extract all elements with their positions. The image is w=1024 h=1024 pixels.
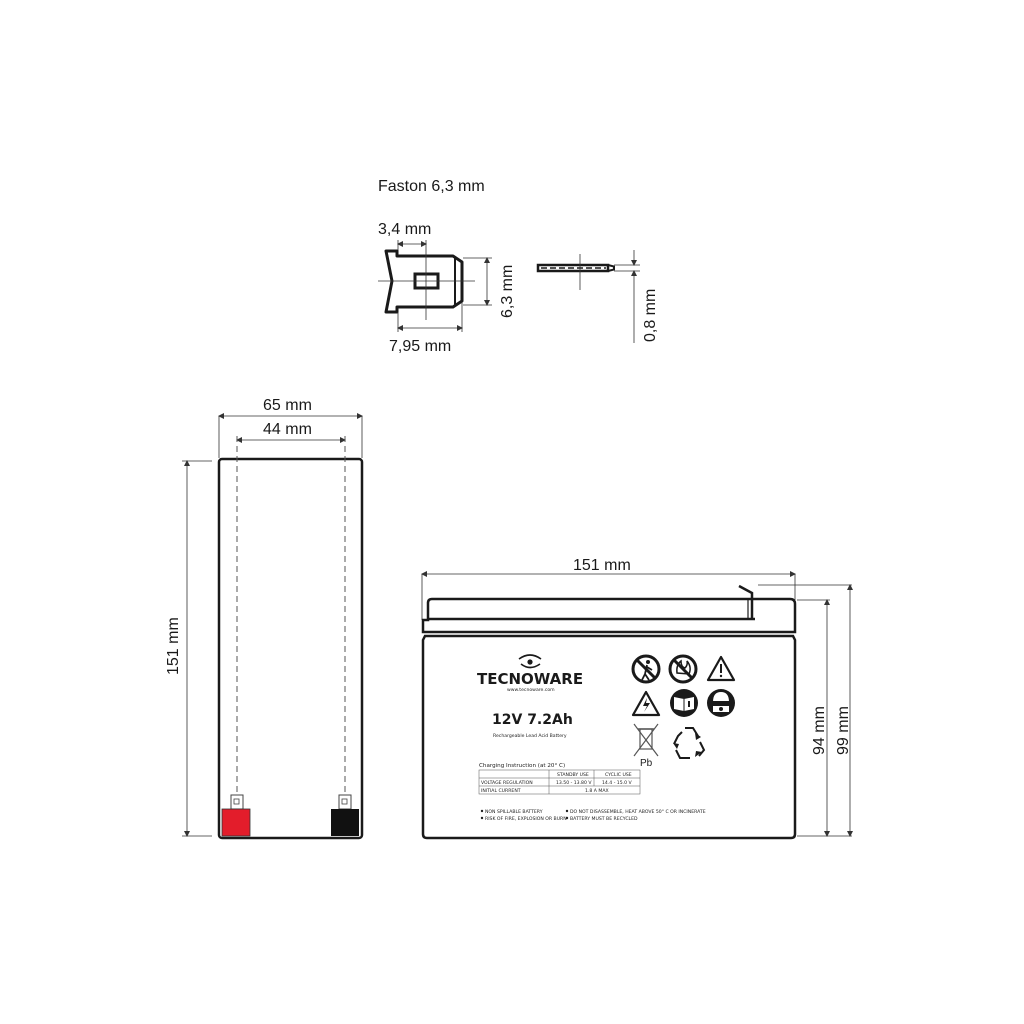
faston-dim-length: 7,95 mm [389, 338, 451, 355]
table-header-cyclic: CYCLIC USE [605, 772, 632, 778]
faston-dim-width-inner: 3,4 mm [378, 221, 431, 238]
brand-website: www.tecnoware.com [507, 687, 555, 693]
no-bin-pb-icon: Pb [633, 723, 659, 769]
battery-subtitle: Rechargeable Lead Acid Battery [493, 733, 567, 739]
battery-body [421, 634, 797, 840]
front-dim-case-height: 94 mm [811, 706, 828, 755]
warning-icon [706, 655, 736, 682]
warning-right-1: DO NOT DISASSEMBLE, HEAT ABOVE 50° C OR … [570, 809, 706, 815]
terminal-negative [331, 794, 359, 836]
terminal-positive [221, 794, 251, 837]
electric-hazard-icon [631, 690, 661, 717]
faston-dim-thickness: 0,8 mm [642, 289, 659, 342]
battery-front-view: 151 mm 94 mm 99 mm TECNOWARE www.tecnowa… [421, 557, 853, 840]
side-dim-terminal-spacing: 44 mm [263, 421, 312, 438]
warning-left-1: NON SPILLABLE BATTERY [485, 809, 543, 815]
table-row-current-label: INITIAL CURRENT [481, 788, 521, 794]
tecnoware-logo-icon [518, 654, 542, 669]
table-row-current-value: 1.8 A MAX [585, 788, 609, 794]
read-manual-icon [670, 689, 698, 717]
side-dim-length: 151 mm [165, 617, 182, 675]
faston-terminal-outline [384, 249, 464, 314]
battery-model: 12V 7.2Ah [492, 712, 573, 728]
front-dim-total-height: 99 mm [835, 706, 852, 755]
faston-detail: Faston 6,3 mm 3,4 mm 6,3 mm 7,95 mm [378, 178, 659, 355]
battery-side-outline [217, 457, 364, 840]
faston-title: Faston 6,3 mm [378, 178, 485, 195]
table-header-standby: STANDBY USE [557, 772, 589, 778]
warning-right-2: BATTERY MUST BE RECYCLED [570, 816, 638, 822]
charging-table: STANDBY USE CYCLIC USE VOLTAGE REGULATIO… [478, 769, 641, 795]
warning-left-2: RISK OF FIRE, EXPLOSION OR BURN [485, 816, 567, 822]
no-fire-icon [668, 654, 698, 684]
battery-lid [421, 597, 797, 634]
front-dim-length: 151 mm [573, 557, 631, 574]
faston-side-profile [536, 250, 640, 343]
no-children-icon [631, 654, 661, 684]
pb-label: Pb [640, 758, 653, 769]
table-row-voltage-standby: 13.50 - 13.80 V [556, 780, 592, 786]
recycle-icon [673, 727, 706, 759]
eye-protection-icon [707, 689, 735, 717]
table-row-voltage-label: VOLTAGE REGULATION [481, 780, 533, 786]
faston-dim-height: 6,3 mm [499, 265, 516, 318]
battery-side-view: 65 mm 44 mm 151 mm [165, 397, 364, 840]
charging-title: Charging Instruction (at 20° C) [479, 763, 565, 769]
brand-name: TECNOWARE [477, 670, 583, 688]
warning-list: NON SPILLABLE BATTERY RISK OF FIRE, EXPL… [480, 809, 706, 822]
side-dim-outer-width: 65 mm [263, 397, 312, 414]
table-row-voltage-cyclic: 14.4 - 15.0 V [602, 780, 632, 786]
